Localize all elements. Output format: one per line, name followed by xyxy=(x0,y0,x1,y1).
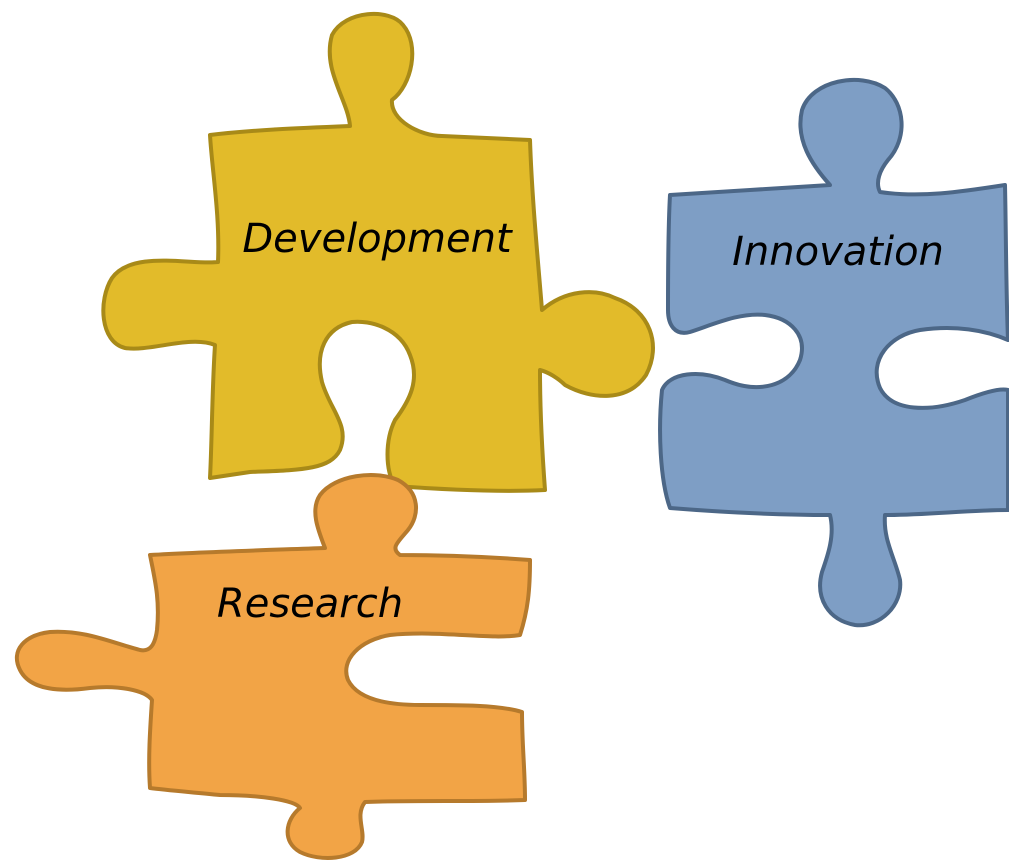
innovation-piece: Innovation xyxy=(658,77,1009,628)
innovation-label: Innovation xyxy=(732,229,944,275)
development-label: Development xyxy=(242,216,513,262)
research-piece-shape xyxy=(14,473,532,860)
development-piece: Development xyxy=(101,11,655,493)
research-piece: Research xyxy=(14,473,532,860)
innovation-piece-shape xyxy=(658,77,1009,628)
development-piece-shape xyxy=(101,11,655,493)
research-label: Research xyxy=(217,581,403,627)
